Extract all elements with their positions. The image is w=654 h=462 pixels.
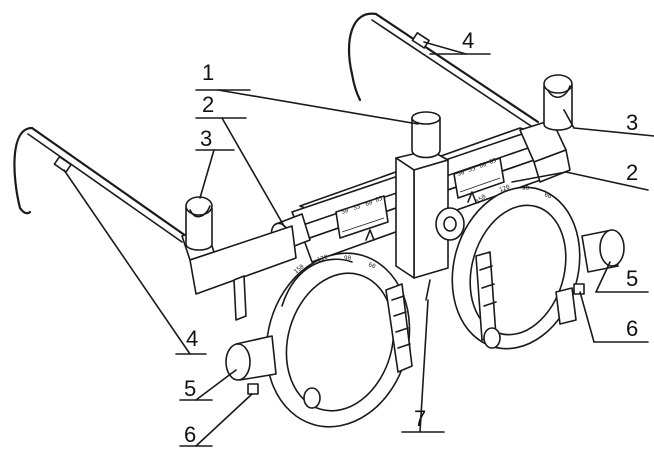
ring-knob-left xyxy=(225,335,277,395)
callout-4-top: 4 xyxy=(462,28,474,53)
ring-left-120: 120 xyxy=(316,253,329,263)
ring-knob-right xyxy=(573,229,625,295)
callout-3-right: 3 xyxy=(626,110,638,135)
leader-lines xyxy=(63,41,654,447)
callout-6-left: 6 xyxy=(184,422,196,447)
callout-2-left: 2 xyxy=(202,92,214,117)
arm-mount-right xyxy=(543,74,573,131)
callout-3-left: 3 xyxy=(200,126,212,151)
arm-mount-left xyxy=(181,196,297,321)
temple-arm-left xyxy=(13,126,188,243)
scale-window-left: 50 55 60 65 xyxy=(335,195,389,241)
scale-right-50: 50 xyxy=(456,169,465,178)
callout-4-left: 4 xyxy=(186,326,198,351)
ring-right-120: 120 xyxy=(498,183,511,193)
ring-left-60: 60 xyxy=(367,261,377,270)
scale-window-right: 50 55 60 65 xyxy=(453,157,505,203)
scale-right-60: 60 xyxy=(478,161,487,170)
ring-left-90: 90 xyxy=(344,255,352,262)
ring-right-90: 90 xyxy=(522,185,530,192)
lens-ring-right: 150 120 90 60 xyxy=(451,183,581,350)
callout-6-right: 6 xyxy=(626,316,638,341)
temple-arm-right xyxy=(348,12,540,129)
scale-left-55: 55 xyxy=(352,203,361,212)
callout-5-left: 5 xyxy=(184,376,196,401)
scale-right-55: 55 xyxy=(467,165,476,174)
ring-right-60: 60 xyxy=(543,191,553,200)
scale-left-65: 65 xyxy=(374,195,383,204)
callout-7-bottom: 7 xyxy=(414,406,426,431)
callout-labels: 1 2 3 4 3 2 4 5 6 5 6 7 xyxy=(184,28,638,447)
callout-2-right: 2 xyxy=(626,160,638,185)
scale-right-65: 65 xyxy=(488,157,497,166)
scale-left-50: 50 xyxy=(340,207,349,216)
lens-ring-left: 150 120 90 60 xyxy=(265,252,413,428)
callout-1-top: 1 xyxy=(202,60,214,85)
center-post xyxy=(395,111,465,301)
scale-left-60: 60 xyxy=(364,199,373,208)
callout-5-right: 5 xyxy=(626,266,638,291)
